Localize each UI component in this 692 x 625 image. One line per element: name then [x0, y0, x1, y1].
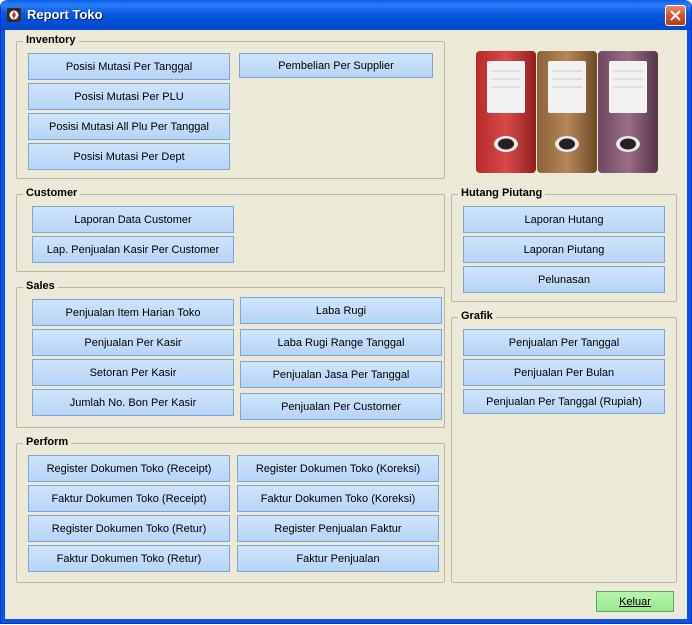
- inventory-title: Inventory: [23, 34, 79, 46]
- faktur-dokumen-toko-retur-button[interactable]: Faktur Dokumen Toko (Retur): [28, 545, 230, 572]
- keluar-label: Keluar: [619, 595, 651, 608]
- close-button[interactable]: [665, 5, 686, 26]
- grafik-penjualan-per-bulan-button[interactable]: Penjualan Per Bulan: [463, 359, 665, 386]
- title-bar[interactable]: Report Toko: [1, 0, 691, 30]
- hutang-piutang-title: Hutang Piutang: [458, 187, 546, 199]
- penjualan-per-kasir-button[interactable]: Penjualan Per Kasir: [32, 329, 234, 356]
- laporan-hutang-button[interactable]: Laporan Hutang: [463, 206, 665, 233]
- window-frame-bottom: [1, 619, 691, 623]
- window-title: Report Toko: [27, 7, 103, 22]
- faktur-dokumen-toko-receipt-button[interactable]: Faktur Dokumen Toko (Receipt): [28, 485, 230, 512]
- laporan-piutang-button[interactable]: Laporan Piutang: [463, 236, 665, 263]
- jumlah-no-bon-per-kasir-button[interactable]: Jumlah No. Bon Per Kasir: [32, 389, 234, 416]
- register-penjualan-faktur-button[interactable]: Register Penjualan Faktur: [237, 515, 439, 542]
- perform-group: Perform: [16, 436, 445, 583]
- penjualan-item-harian-toko-button[interactable]: Penjualan Item Harian Toko: [32, 299, 234, 326]
- grafik-penjualan-per-tanggal-rupiah-button[interactable]: Penjualan Per Tanggal (Rupiah): [463, 389, 665, 414]
- customer-title: Customer: [23, 187, 81, 199]
- register-dokumen-toko-receipt-button[interactable]: Register Dokumen Toko (Receipt): [28, 455, 230, 482]
- pembelian-per-supplier-button[interactable]: Pembelian Per Supplier: [239, 53, 433, 78]
- posisi-mutasi-per-tanggal-button[interactable]: Posisi Mutasi Per Tanggal: [28, 53, 230, 80]
- laporan-data-customer-button[interactable]: Laporan Data Customer: [32, 206, 234, 233]
- faktur-penjualan-button[interactable]: Faktur Penjualan: [237, 545, 439, 572]
- lap-penjualan-kasir-per-customer-button[interactable]: Lap. Penjualan Kasir Per Customer: [32, 236, 234, 263]
- window-frame-right: [687, 30, 691, 623]
- pelunasan-button[interactable]: Pelunasan: [463, 266, 665, 293]
- app-icon: [7, 8, 21, 22]
- laba-rugi-button[interactable]: Laba Rugi: [240, 297, 442, 324]
- perform-title: Perform: [23, 436, 72, 448]
- posisi-mutasi-per-dept-button[interactable]: Posisi Mutasi Per Dept: [28, 143, 230, 170]
- grafik-penjualan-per-tanggal-button[interactable]: Penjualan Per Tanggal: [463, 329, 665, 356]
- penjualan-per-customer-button[interactable]: Penjualan Per Customer: [240, 393, 442, 420]
- inventory-group: Inventory: [16, 34, 445, 179]
- faktur-dokumen-toko-koreksi-button[interactable]: Faktur Dokumen Toko (Koreksi): [237, 485, 439, 512]
- keluar-button[interactable]: Keluar: [596, 591, 674, 612]
- posisi-mutasi-all-plu-per-tanggal-button[interactable]: Posisi Mutasi All Plu Per Tanggal: [28, 113, 230, 140]
- laba-rugi-range-tanggal-button[interactable]: Laba Rugi Range Tanggal: [240, 329, 442, 356]
- customer-group: Customer: [16, 187, 445, 272]
- sales-title: Sales: [23, 280, 58, 292]
- setoran-per-kasir-button[interactable]: Setoran Per Kasir: [32, 359, 234, 386]
- register-dokumen-toko-retur-button[interactable]: Register Dokumen Toko (Retur): [28, 515, 230, 542]
- penjualan-jasa-per-tanggal-button[interactable]: Penjualan Jasa Per Tanggal: [240, 361, 442, 388]
- posisi-mutasi-per-plu-button[interactable]: Posisi Mutasi Per PLU: [28, 83, 230, 110]
- sales-group: Sales: [16, 280, 445, 428]
- binders-icon: [476, 51, 658, 173]
- close-icon: [670, 10, 681, 21]
- register-dokumen-toko-koreksi-button[interactable]: Register Dokumen Toko (Koreksi): [237, 455, 439, 482]
- window-frame-left: [1, 30, 5, 623]
- grafik-group: Grafik: [451, 310, 677, 583]
- grafik-title: Grafik: [458, 310, 496, 322]
- hutang-piutang-group: Hutang Piutang: [451, 187, 677, 302]
